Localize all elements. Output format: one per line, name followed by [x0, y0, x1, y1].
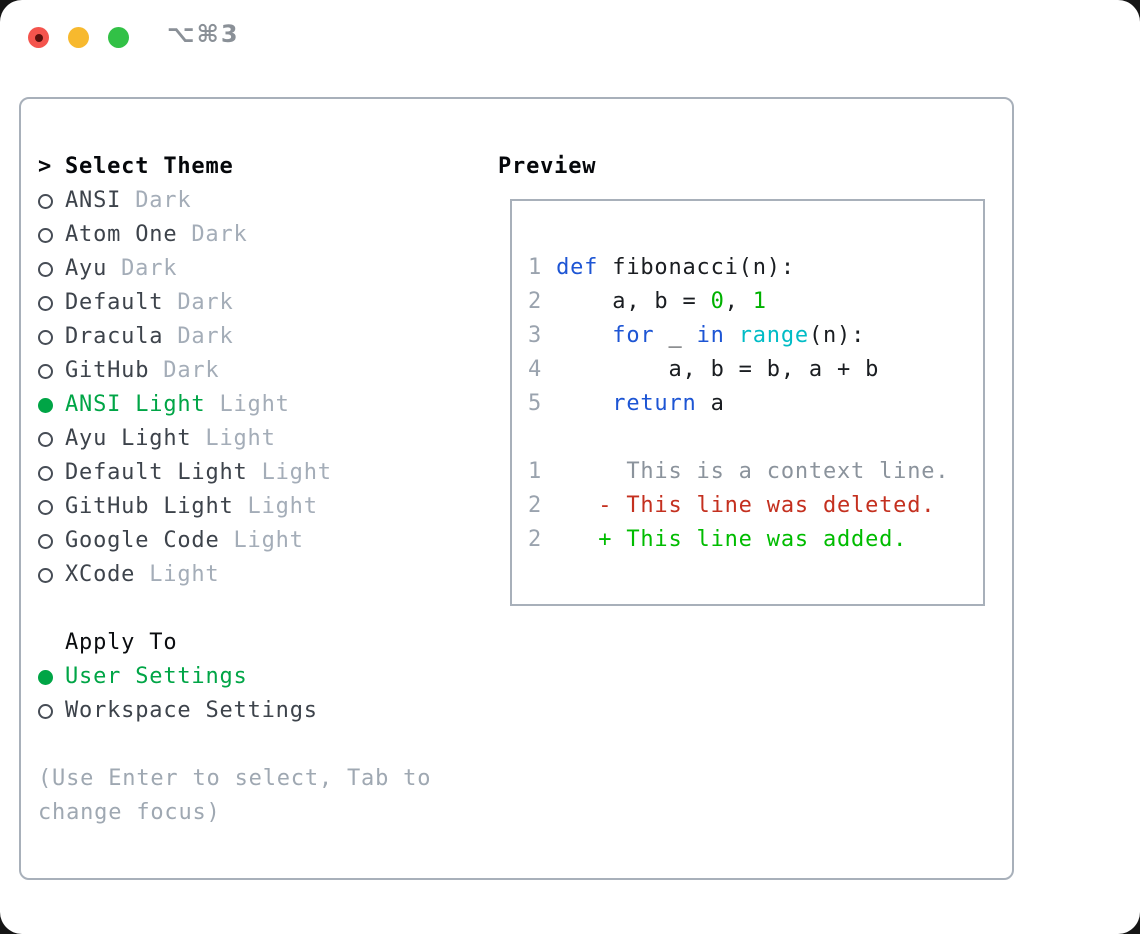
radio-icon: [38, 499, 53, 515]
theme-option-atom-one-dark[interactable]: Atom One Dark: [38, 218, 431, 252]
code-line: 4 a, b = b, a + b: [528, 357, 880, 382]
theme-option-dracula-dark[interactable]: Dracula Dark: [38, 320, 431, 354]
blank-line: [528, 421, 983, 455]
apply-to-title: Apply To: [65, 630, 178, 655]
theme-option-github-dark[interactable]: GitHub Dark: [38, 354, 431, 388]
theme-option-google-code[interactable]: Google Code Light: [38, 524, 431, 558]
radio-icon: [38, 227, 53, 243]
list-title: Select Theme: [65, 154, 234, 179]
theme-tag: Light: [219, 392, 290, 417]
theme-tag: Dark: [135, 188, 192, 213]
theme-tag: Dark: [177, 290, 234, 315]
diff-context-line: 1 This is a context line.: [528, 459, 950, 484]
close-button[interactable]: [28, 27, 49, 48]
window-shortcut-label: ⌥⌘3: [167, 20, 240, 48]
theme-option-default-light[interactable]: Default Light Light: [38, 456, 431, 490]
theme-tag: Light: [205, 426, 276, 451]
code-line: 5 return a: [528, 391, 725, 416]
apply-option-workspace-settings[interactable]: Workspace Settings: [38, 694, 431, 728]
radio-icon: [38, 295, 53, 311]
radio-selected-icon: [38, 669, 53, 685]
hint-line-1: (Use Enter to select, Tab to: [38, 766, 432, 791]
theme-option-default-dark[interactable]: Default Dark: [38, 286, 431, 320]
radio-icon: [38, 567, 53, 583]
theme-option-ayu-dark[interactable]: Ayu Dark: [38, 252, 431, 286]
theme-picker-panel: > Select Theme ANSI Dark Atom One Dark A…: [19, 97, 1014, 880]
theme-option-ansi-light[interactable]: ANSI Light Light: [38, 388, 431, 422]
theme-tag: Light: [233, 528, 304, 553]
apply-to-header: Apply To: [38, 626, 431, 660]
unsaved-dot-icon: [34, 33, 43, 42]
prompt-icon: >: [38, 154, 53, 179]
zoom-button[interactable]: [108, 27, 129, 48]
traffic-lights: [28, 27, 129, 48]
theme-option-ayu-light[interactable]: Ayu Light Light: [38, 422, 431, 456]
radio-icon: [38, 363, 53, 379]
radio-icon: [38, 431, 53, 447]
radio-icon: [38, 261, 53, 277]
select-theme-header: > Select Theme: [38, 150, 431, 184]
radio-selected-icon: [38, 397, 53, 413]
theme-option-xcode[interactable]: XCode Light: [38, 558, 431, 592]
diff-added-line: 2 + This line was added.: [528, 527, 908, 552]
code-line: 2 a, b = 0, 1: [528, 289, 767, 314]
theme-tag: Dark: [121, 256, 178, 281]
theme-tag: Dark: [191, 222, 248, 247]
theme-option-ansi-dark[interactable]: ANSI Dark: [38, 184, 431, 218]
theme-option-github-light[interactable]: GitHub Light Light: [38, 490, 431, 524]
minimize-button[interactable]: [68, 27, 89, 48]
diff-deleted-line: 2 - This line was deleted.: [528, 493, 936, 518]
radio-icon: [38, 193, 53, 209]
theme-tag: Light: [247, 494, 318, 519]
radio-icon: [38, 703, 53, 719]
theme-tag: Light: [149, 562, 220, 587]
hint-line-2: change focus): [38, 800, 221, 825]
radio-icon: [38, 533, 53, 549]
apply-option-user-settings[interactable]: User Settings: [38, 660, 431, 694]
preview-title: Preview: [498, 154, 597, 179]
theme-tag: Dark: [163, 358, 220, 383]
theme-tag: Light: [261, 460, 332, 485]
theme-list: > Select Theme ANSI Dark Atom One Dark A…: [38, 150, 431, 830]
radio-icon: [38, 465, 53, 481]
radio-icon: [38, 329, 53, 345]
theme-tag: Dark: [177, 324, 234, 349]
code-line: 3 for _ in range(n):: [528, 323, 866, 348]
